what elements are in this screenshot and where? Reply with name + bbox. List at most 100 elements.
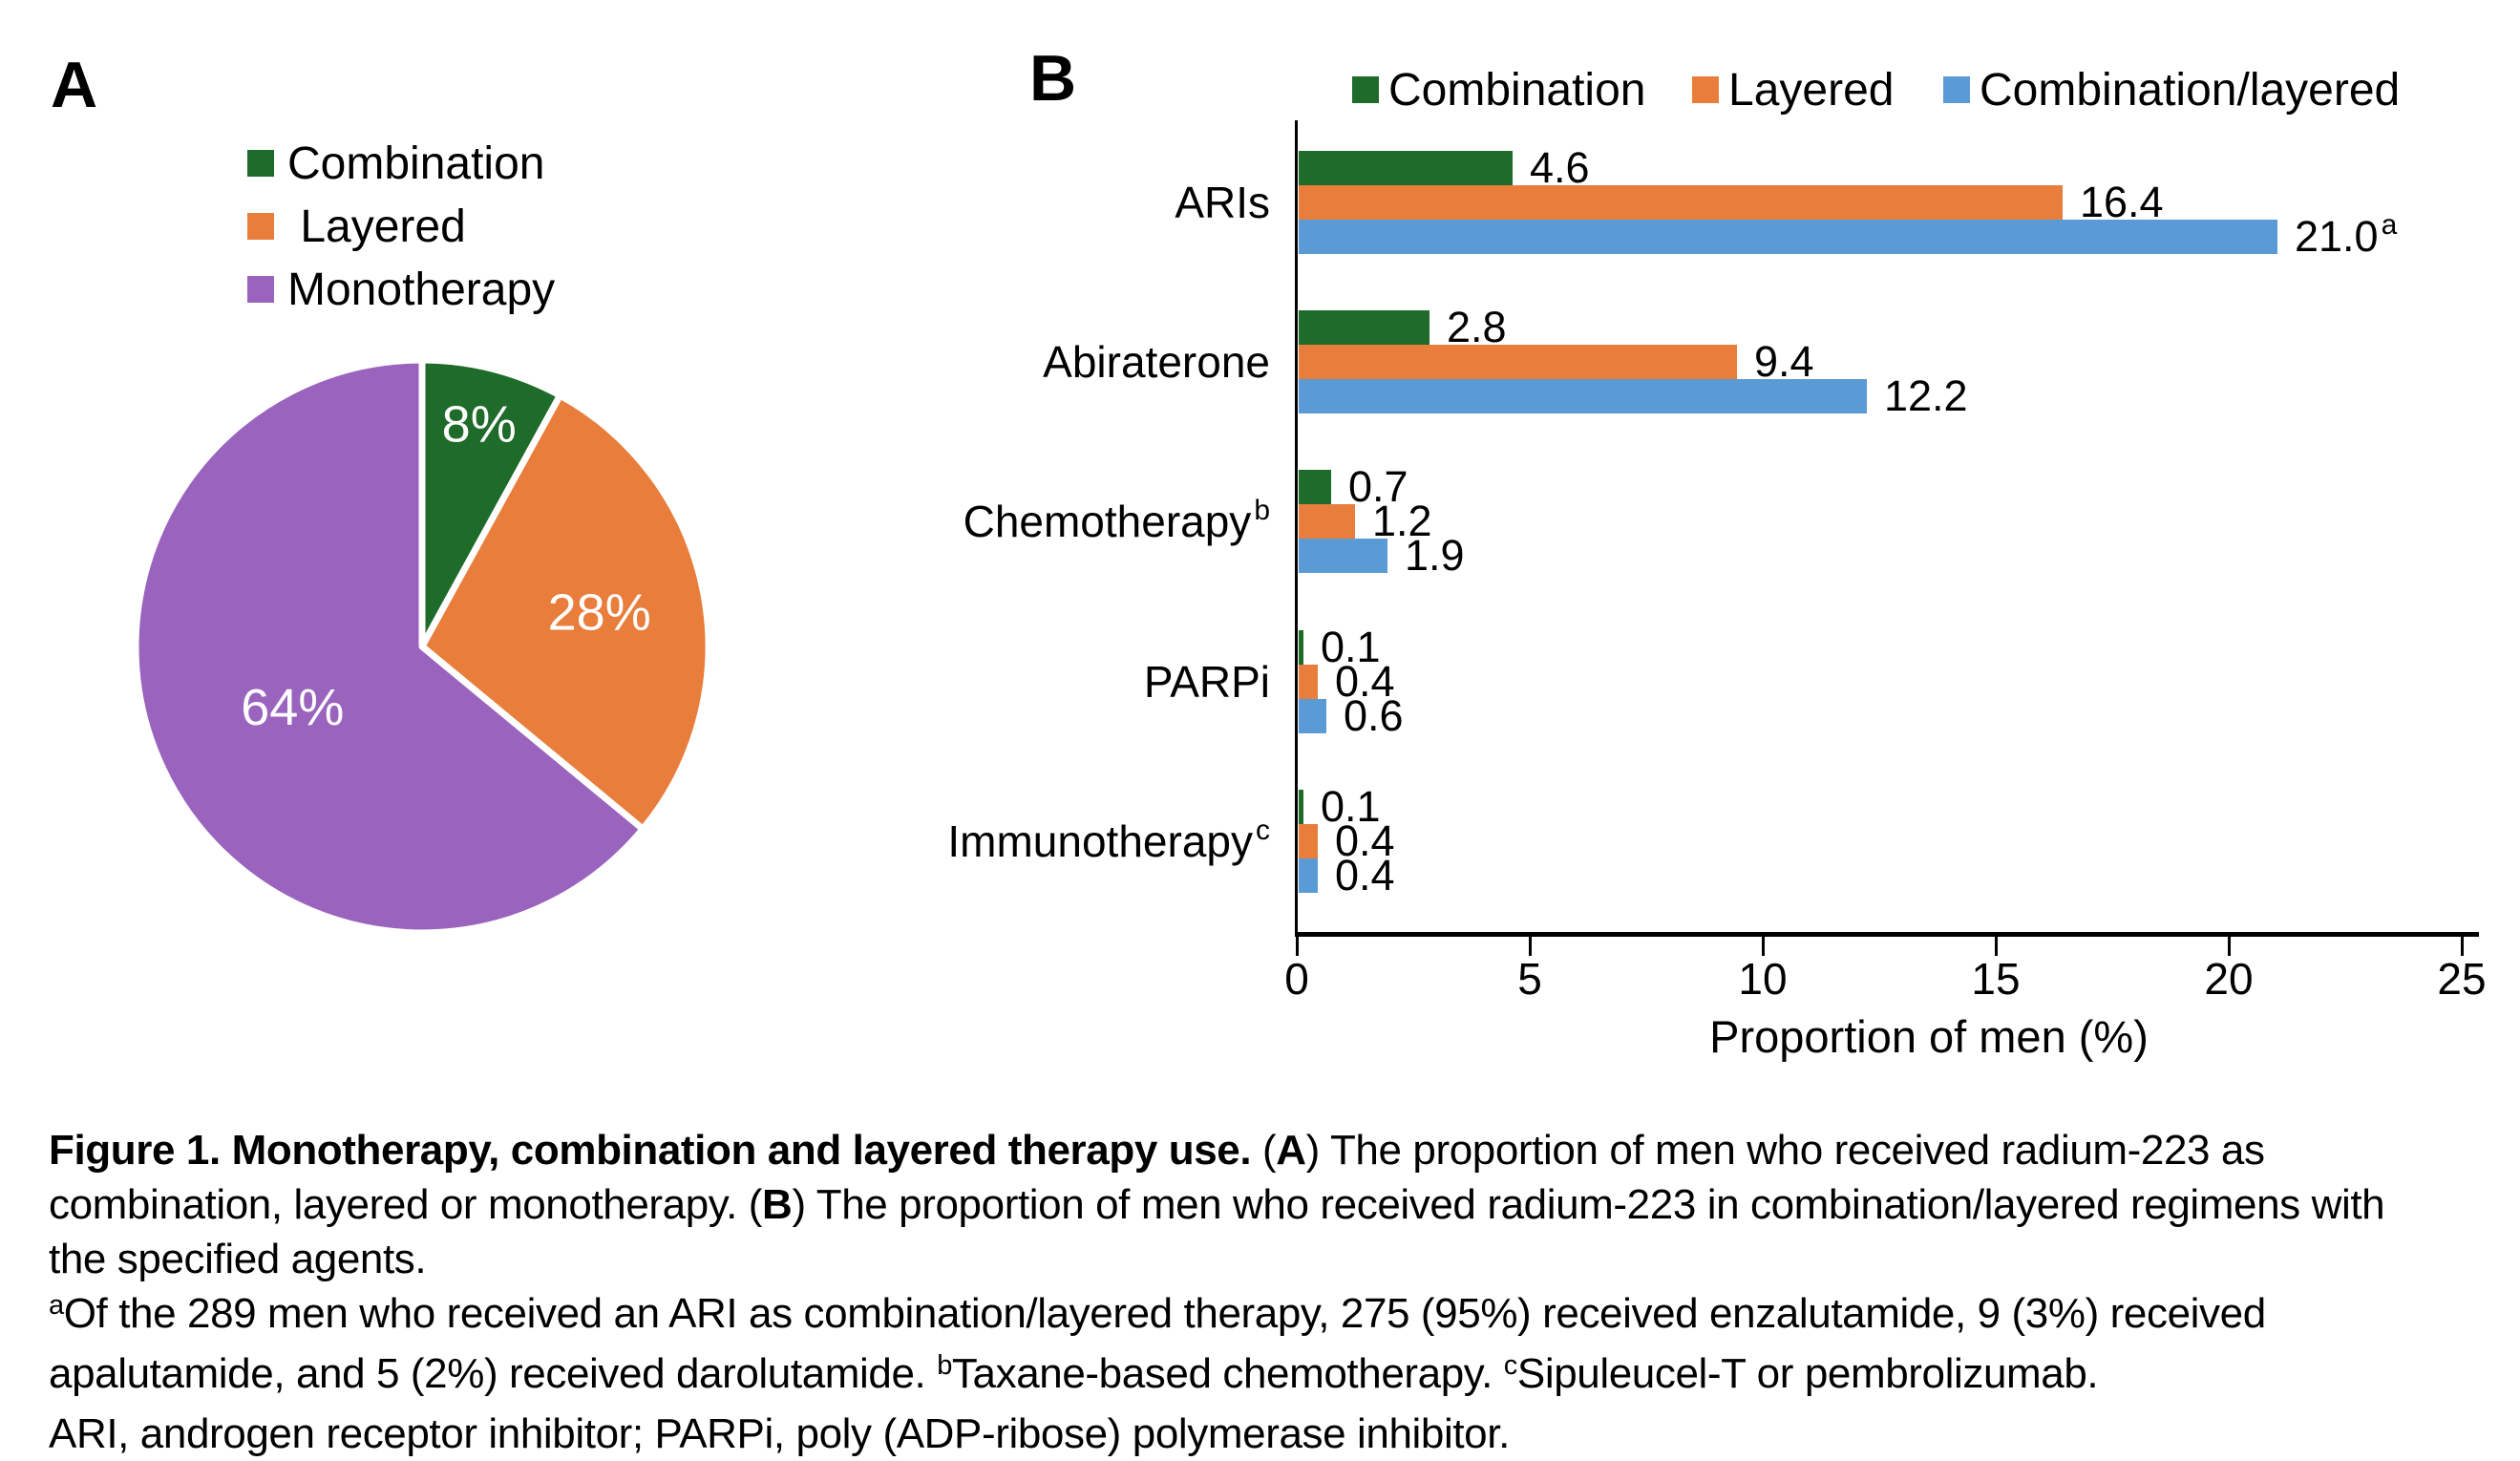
bar-value-label: 0.4	[1335, 816, 1395, 865]
bar-value-label: 0.1	[1321, 782, 1381, 831]
legend-swatch-icon	[247, 150, 274, 177]
bar-legend-item-layered: Layered	[1692, 63, 1894, 116]
bar-value-label: 1.9	[1405, 531, 1465, 580]
caption-bold-text: B	[762, 1181, 793, 1228]
legend-item-combination: Combination	[247, 132, 555, 195]
caption-line-3: the specified agents.	[49, 1232, 2493, 1286]
caption-line-4: aOf the 289 men who received an ARI as c…	[49, 1286, 2493, 1346]
legend-item-label: Layered	[1728, 64, 1895, 116]
legend-item-label: Combination/layered	[1980, 64, 2401, 116]
caption-bold-text: Figure 1. Monotherapy, combination and l…	[49, 1127, 1262, 1174]
caption-text: the specified agents.	[49, 1236, 427, 1282]
bar-value-label: 16.4	[2080, 178, 2164, 226]
bar-value-label: 1.2	[1372, 497, 1432, 545]
bar-legend-item-combination-layered: Combination/layered	[1943, 63, 2400, 116]
x-axis-tick-label: 0	[1284, 954, 1309, 1004]
x-axis-tick	[2228, 937, 2231, 956]
caption-text: Sipuleucel-T or pembrolizumab.	[1516, 1350, 2099, 1397]
legend-swatch-icon	[247, 213, 274, 240]
bar-parpi-combination	[1299, 630, 1303, 665]
bar-value-label: 9.4	[1754, 337, 1814, 386]
category-superscript: b	[1254, 495, 1270, 526]
legend-item-label: Combination	[1388, 64, 1646, 116]
bar-parpi-layered	[1299, 665, 1318, 699]
bar-parpi-combination-layered	[1299, 699, 1326, 733]
pie-chart: 8% 28% 64%	[132, 356, 712, 937]
legend-swatch-icon	[1692, 76, 1719, 103]
x-axis-line	[1295, 932, 2479, 937]
legend-swatch-icon	[1352, 76, 1379, 103]
caption-line-5: apalutamide, and 5 (2%) received darolut…	[49, 1346, 2493, 1407]
pie-slice-layered	[418, 392, 712, 833]
pie-slice-value-combination: 8%	[442, 396, 517, 454]
bar-value-label: 0.6	[1344, 691, 1404, 740]
pie-slice-value-monotherapy: 64%	[241, 679, 344, 736]
bar-value-label: 2.8	[1447, 303, 1507, 351]
bar-aris-layered	[1299, 185, 2063, 220]
caption-text: ) The proportion of men who received rad…	[1305, 1127, 2265, 1174]
bar-aris-combination	[1299, 151, 1513, 185]
bar-value-label: 0.4	[1335, 657, 1395, 706]
bar-value-label: 0.4	[1335, 851, 1395, 900]
x-axis-tick	[1762, 937, 1765, 956]
legend-item-label: Layered	[287, 201, 466, 252]
pie-slice-monotherapy	[132, 356, 646, 937]
y-axis-line	[1295, 120, 1298, 934]
panel-b-label: B	[1029, 42, 1077, 115]
caption-text: Taxane-based chemotherapy.	[951, 1350, 1504, 1397]
caption-text: ) The proportion of men who received rad…	[792, 1181, 2385, 1228]
legend-item-layered: Layered	[247, 195, 555, 258]
category-label-parpi: PARPi	[1143, 657, 1270, 707]
x-axis-tick-label: 15	[1971, 954, 2021, 1004]
bar-aris-combination-layered	[1299, 220, 2277, 254]
category-superscript: c	[1256, 815, 1270, 846]
bar-chemotherapy-combination-layered	[1299, 539, 1387, 573]
legend-item-monotherapy: Monotherapy	[247, 258, 555, 321]
category-label-abiraterone: Abiraterone	[1043, 337, 1270, 387]
panel-a-label: A	[51, 49, 98, 121]
legend-swatch-icon	[247, 276, 274, 303]
legend-item-label: Monotherapy	[287, 264, 556, 315]
caption-superscript: b	[937, 1350, 952, 1381]
x-axis-tick	[1995, 937, 1998, 956]
bar-chemotherapy-layered	[1299, 504, 1355, 539]
x-axis-tick	[1529, 937, 1532, 956]
caption-text: ARI, androgen receptor inhibitor; PARPi,…	[49, 1410, 1510, 1457]
x-axis-tick	[2461, 937, 2464, 956]
pie-slice-combination	[418, 356, 563, 650]
bar-value-label: 12.2	[1884, 371, 1968, 420]
caption-superscript: a	[49, 1290, 64, 1321]
caption-line-1: Figure 1. Monotherapy, combination and l…	[49, 1123, 2493, 1177]
bar-abiraterone-combination	[1299, 310, 1429, 345]
caption-superscript: c	[1503, 1350, 1518, 1381]
x-axis-tick-label: 25	[2437, 954, 2487, 1004]
bar-value-label: 0.7	[1348, 462, 1408, 511]
bar-chemotherapy-combination	[1299, 470, 1331, 504]
pie-slice-value-layered: 28%	[548, 584, 651, 642]
category-label-aris: ARIs	[1175, 178, 1270, 227]
x-axis-tick-label: 5	[1517, 954, 1542, 1004]
x-axis-tick	[1296, 937, 1299, 956]
legend-swatch-icon	[1943, 76, 1970, 103]
figure-caption: Figure 1. Monotherapy, combination and l…	[49, 1123, 2493, 1461]
bar-immunotherapy-combination-layered	[1299, 858, 1318, 893]
x-axis-title: Proportion of men (%)	[1709, 1011, 2149, 1062]
caption-text: Of the 289 men who received an ARI as co…	[63, 1290, 2266, 1337]
caption-text: combination, layered or monotherapy. (	[49, 1181, 763, 1228]
caption-line-6: ARI, androgen receptor inhibitor; PARPi,…	[49, 1407, 2493, 1461]
bar-abiraterone-combination-layered	[1299, 379, 1867, 413]
caption-text: apalutamide, and 5 (2%) received darolut…	[49, 1350, 938, 1397]
legend-item-label: Combination	[287, 138, 545, 189]
value-superscript: a	[2381, 209, 2398, 241]
bar-immunotherapy-layered	[1299, 824, 1318, 858]
bar-value-label: 4.6	[1530, 143, 1590, 192]
bar-immunotherapy-combination	[1299, 790, 1303, 824]
caption-bold-text: A	[1276, 1127, 1306, 1174]
x-axis-tick-label: 20	[2204, 954, 2254, 1004]
bar-abiraterone-layered	[1299, 345, 1737, 379]
